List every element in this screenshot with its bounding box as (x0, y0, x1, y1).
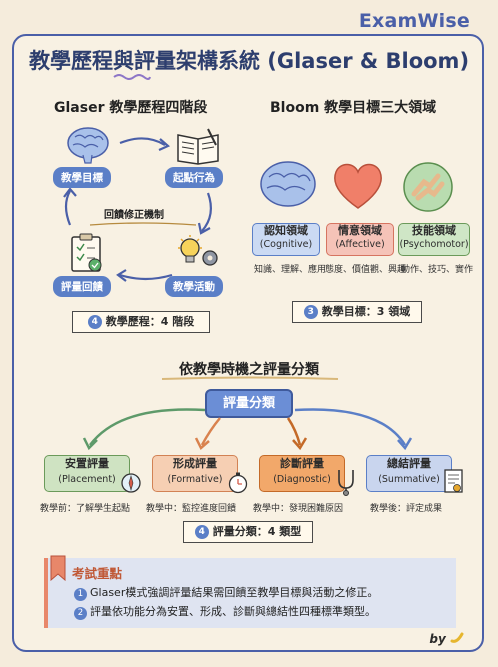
clipboard-check-icon (71, 233, 102, 272)
cognitive-brain-icon (260, 161, 316, 207)
summative-card: 總結評量 (Summative) (366, 455, 452, 492)
cycle-arrows (63, 137, 213, 282)
bookmark-icon (50, 555, 66, 581)
placement-en: (Placement) (58, 474, 116, 485)
stethoscope-icon (338, 470, 354, 496)
assessment-summary-number: 4 (194, 525, 209, 539)
psychomotor-hands-icon (403, 162, 453, 212)
bloom-heading: Bloom 教學目標三大領域 (270, 100, 437, 116)
bloom-summary-number: 3 (303, 305, 318, 319)
formative-card: 形成評量 (Formative) (152, 455, 238, 492)
compass-icon (121, 473, 141, 493)
glaser-step-goal: 教學目標 (53, 167, 111, 188)
diagnostic-desc: 教學中：發現困難原因 (253, 504, 344, 514)
glaser-heading: Glaser 教學歷程四階段 (54, 100, 208, 116)
placement-card: 安置評量 (Placement) (44, 455, 130, 492)
diagnostic-en: (Diagnostic) (273, 474, 331, 485)
brand-logo: ExamWise (352, 10, 476, 32)
exam-focus-title: 考試重點 (72, 566, 123, 581)
signature-text: by (429, 632, 446, 646)
bloom-cognitive-card: 認知領域 (Cognitive) (252, 223, 320, 256)
summative-name: 總結評量 (387, 457, 431, 470)
assessment-summary-text: 評量分類：4 類型 (212, 525, 302, 538)
feedback-underline (89, 222, 197, 226)
exam-focus-item-1-text: Glaser模式強調評量結果需回饋至教學目標與活動之修正。 (90, 586, 379, 599)
glaser-step-entry: 起點行為 (165, 167, 223, 188)
assessment-branch-arrows (82, 408, 413, 451)
bloom-summary-text: 教學目標：3 領域 (321, 305, 411, 318)
formative-en: (Formative) (167, 474, 223, 485)
banana-icon (450, 632, 464, 643)
bloom-psychomotor-card: 技能領域 (Psychomotor) (398, 223, 470, 256)
formative-name: 形成評量 (173, 457, 217, 470)
page-title: 教學歷程與評量架構系統 (Glaser & Bloom) (28, 49, 470, 73)
exam-focus-box (44, 558, 456, 628)
signature: by (429, 631, 464, 646)
glaser-step-feedback: 評量回饋 (53, 276, 111, 297)
glaser-summary-number: 4 (87, 315, 102, 329)
exam-focus-item-2-text: 評量依功能分為安置、形成、診斷與總結性四種標準類型。 (90, 605, 376, 618)
diagnostic-card: 診斷評量 (Diagnostic) (259, 455, 345, 492)
lightbulb-gear-icon (178, 235, 218, 266)
book-icon (177, 128, 219, 165)
assessment-center-box: 評量分類 (205, 389, 293, 418)
exam-focus-item-2-num: 2 (74, 607, 87, 620)
feedback-mechanism-label: 回饋修正機制 (104, 210, 164, 221)
brain-icon (67, 127, 109, 164)
bloom-psychomotor-desc: 動作、技巧、實作 (401, 265, 474, 275)
bloom-cognitive-desc: 知識、理解、應用 (254, 265, 327, 275)
exam-focus-item-1-num: 1 (74, 588, 87, 601)
assessment-heading: 依教學時機之評量分類 (179, 362, 319, 378)
bloom-psychomotor-en: (Psychomotor) (399, 239, 469, 250)
title-underline-decoration (113, 74, 151, 80)
assessment-heading-underline (161, 376, 339, 380)
stopwatch-icon (228, 472, 248, 494)
placement-desc: 教學前：了解學生起點 (40, 504, 131, 514)
certificate-icon (444, 469, 463, 493)
placement-name: 安置評量 (65, 457, 109, 470)
diagnostic-name: 診斷評量 (280, 457, 324, 470)
glaser-summary-text: 教學歷程：4 階段 (105, 315, 195, 328)
bloom-cognitive-name: 認知領域 (264, 224, 308, 237)
glaser-step-activity: 教學活動 (165, 276, 223, 297)
affective-heart-icon (334, 163, 382, 209)
bloom-affective-name: 情意領域 (338, 224, 382, 237)
summative-desc: 教學後：評定成果 (370, 504, 443, 514)
bloom-affective-card: 情意領域 (Affective) (326, 223, 394, 256)
formative-desc: 教學中：監控進度回饋 (146, 504, 237, 514)
bloom-psychomotor-name: 技能領域 (412, 224, 456, 237)
bloom-affective-en: (Affective) (335, 239, 385, 250)
summative-en: (Summative) (378, 474, 440, 485)
bloom-affective-desc: 態度、價值觀、興趣 (325, 265, 407, 275)
bloom-cognitive-en: (Cognitive) (259, 239, 313, 250)
